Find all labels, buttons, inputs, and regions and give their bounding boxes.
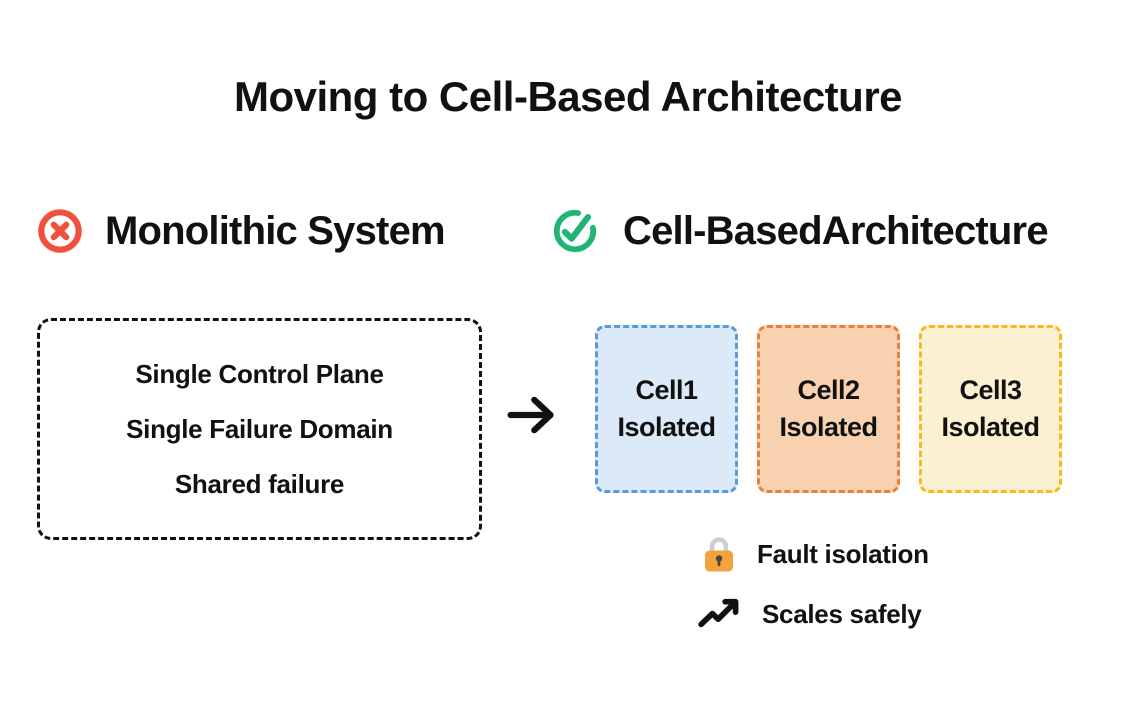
monolithic-heading: Monolithic System: [37, 206, 446, 256]
cell-status: Isolated: [617, 412, 716, 442]
monolith-item: Single Control Plane: [135, 358, 384, 389]
cell-name: Cell1: [635, 375, 698, 405]
error-circle-icon: [38, 209, 82, 253]
monolith-item: Single Failure Domain: [126, 413, 393, 444]
page-title: Moving to Cell-Based Architecture: [233, 73, 903, 120]
trending-up-icon: [698, 598, 739, 628]
cell-2: Cell2 Isolated: [757, 325, 900, 493]
feature-scales-safely: Scales safely: [696, 596, 922, 632]
lock-icon: [705, 537, 733, 572]
cell-status: Isolated: [779, 412, 878, 442]
cell-1: Cell1 Isolated: [595, 325, 738, 493]
cellbased-heading: Cell-BasedArchitecture: [552, 206, 1049, 256]
cell-3: Cell3 Isolated: [919, 325, 1062, 493]
cell-status: Isolated: [941, 412, 1040, 442]
feature-fault-isolation: Fault isolation: [699, 533, 929, 575]
feature-label: Scales safely: [762, 599, 922, 629]
cells-row: Cell1 Isolated Cell2 Isolated Cell3 Isol…: [595, 325, 1062, 493]
cell-name: Cell3: [959, 375, 1022, 405]
monolith-box: Single Control Plane Single Failure Doma…: [37, 318, 482, 540]
cell-name: Cell2: [797, 375, 860, 405]
monolith-item: Shared failure: [174, 468, 345, 499]
check-circle-icon: [553, 209, 597, 253]
transform-arrow-icon: [507, 396, 554, 434]
cellbased-heading-label: Cell-BasedArchitecture: [623, 209, 1049, 253]
feature-label: Fault isolation: [757, 539, 929, 569]
monolithic-heading-label: Monolithic System: [105, 209, 446, 253]
